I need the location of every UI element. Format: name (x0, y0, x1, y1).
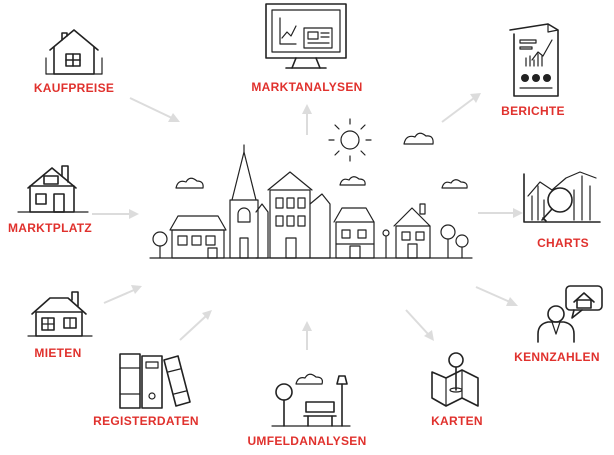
monitor-chart-icon (265, 3, 347, 69)
arrow-umfeldanalysen (302, 321, 312, 350)
person-house-icon (537, 285, 603, 343)
map-pin-icon (431, 352, 479, 407)
park-bench-icon (271, 373, 351, 427)
label-charts: CHARTS (537, 236, 589, 250)
arrow-mieten (103, 285, 142, 304)
arrow-marktanalysen (302, 104, 312, 135)
label-marktplatz: MARKTPLATZ (7, 221, 93, 235)
binders-icon (119, 353, 191, 409)
arrow-kennzahlen (475, 286, 518, 306)
arrow-karten (405, 309, 434, 341)
label-mieten: MIETEN (34, 346, 82, 360)
arrow-charts (478, 208, 523, 218)
report-document-icon (509, 23, 559, 97)
label-registerdaten: REGISTERDATEN (93, 414, 199, 428)
label-marktanalysen: MARKTANALYSEN (251, 80, 363, 94)
label-karten: KARTEN (431, 414, 483, 428)
house-icon (45, 29, 103, 75)
label-umfeldanalysen: UMFELDANALYSEN (247, 434, 367, 448)
townhouse-icon (17, 165, 89, 213)
label-kaufpreise: KAUFPREISE (33, 81, 115, 95)
arrow-registerdaten (179, 310, 212, 341)
arrow-marktplatz (92, 209, 139, 219)
rental-house-icon (27, 291, 93, 337)
city-skyline-icon (149, 118, 473, 259)
arrow-kaufpreise (129, 97, 180, 122)
arrow-berichte (441, 93, 481, 123)
arrows (92, 93, 523, 350)
magnifier-chart-icon (523, 171, 601, 223)
label-kennzahlen: KENNZAHLEN (514, 350, 600, 364)
label-berichte: BERICHTE (501, 104, 565, 118)
